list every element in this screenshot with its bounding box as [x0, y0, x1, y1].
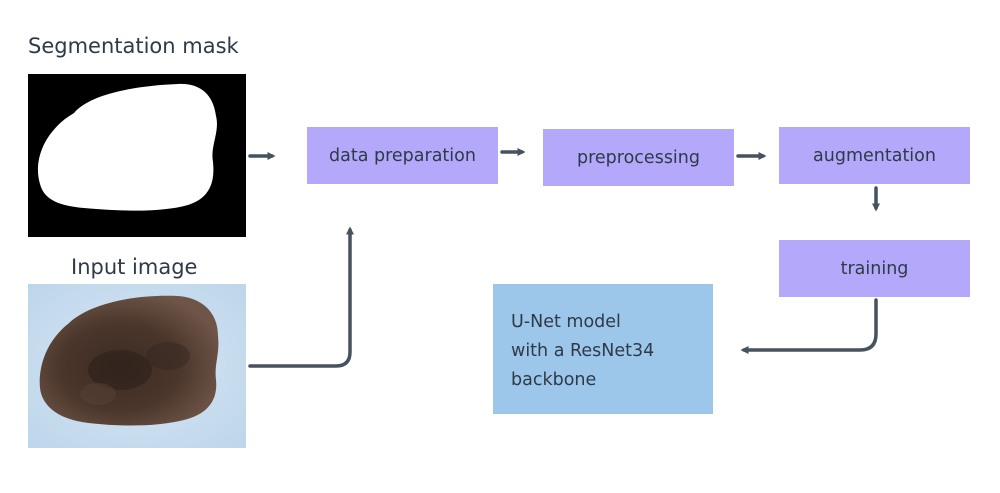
input-image	[28, 284, 246, 448]
data-preparation-step: data preparation	[307, 127, 498, 184]
training-step: training	[779, 240, 970, 297]
mask-lesion-shape	[37, 83, 217, 211]
segmentation-mask-image	[28, 74, 246, 237]
model-line-1: U-Net model	[511, 312, 621, 332]
segmentation-mask-caption: Segmentation mask	[28, 34, 239, 58]
arrow-training-to-model	[740, 298, 878, 354]
model-line-2: with a ResNet34	[511, 341, 655, 361]
arrow-input-to-data-prep	[248, 226, 354, 368]
preprocessing-step: preprocessing	[543, 129, 734, 186]
unet-model-box: U-Net model with a ResNet34 backbone	[493, 284, 713, 414]
input-image-caption: Input image	[71, 255, 198, 279]
augmentation-step: augmentation	[779, 127, 970, 184]
model-line-3: backbone	[511, 370, 597, 390]
